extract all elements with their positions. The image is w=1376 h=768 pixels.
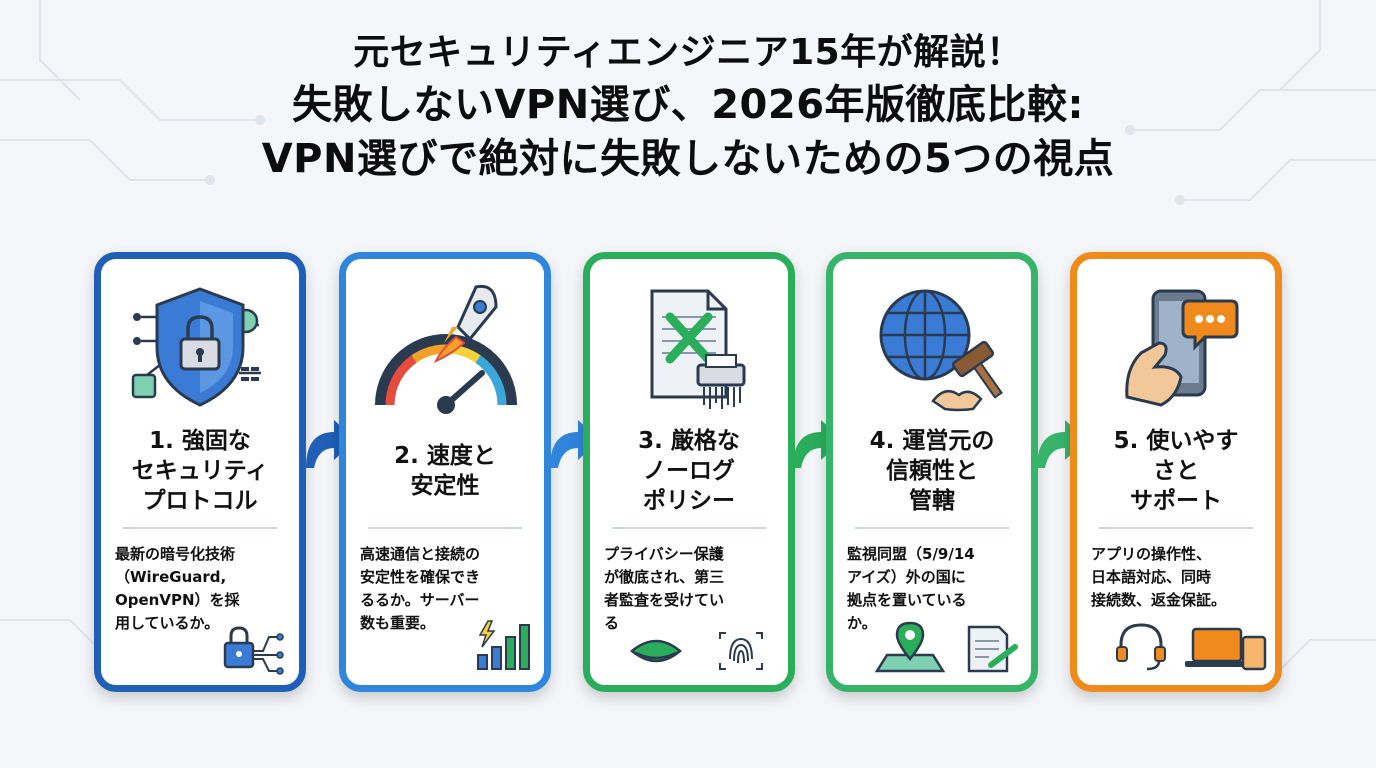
eye-fingerprint-icon bbox=[630, 632, 763, 670]
card-description: 最新の暗号化技術（WireGuard,OpenVPN）を採用しているか。 bbox=[115, 545, 240, 632]
card-speed-stability: 2. 速度と安定性 高速通信と接続の安定性を確保できるるか。サーバー数も重要。 bbox=[339, 252, 551, 692]
card-title: 2. 速度と安定性 bbox=[394, 443, 496, 499]
card-description: アプリの操作性、日本語対応、同時接続数、返金保証。 bbox=[1091, 545, 1227, 609]
divider bbox=[123, 527, 277, 529]
card-usability-support: 5. 使いやすさとサポート アプリの操作性、日本語対応、同時接続数、返金保証。 bbox=[1070, 252, 1282, 692]
lock-network-icon bbox=[223, 626, 284, 675]
card-title: 4. 運営元の信頼性と管轄 bbox=[869, 428, 995, 514]
card-title: 5. 使いやすさとサポート bbox=[1113, 428, 1239, 514]
card-description: 高速通信と接続の安定性を確保できるるか。サーバー数も重要。 bbox=[360, 545, 481, 632]
map-document-icon bbox=[874, 621, 1018, 673]
divider bbox=[1099, 527, 1253, 529]
card-description: プライバシー保護が徹底され、第三者監査を受けている bbox=[604, 545, 725, 632]
card-title: 1. 強固なセキュリティプロトコル bbox=[131, 428, 269, 514]
page-title: 元セキュリティエンジニア15年が解説！ 失敗しないVPN選び、2026年版徹底比… bbox=[0, 28, 1376, 186]
headset-devices-icon bbox=[1116, 623, 1267, 671]
card-security-protocol: 1. 強固なセキュリティプロトコル 最新の暗号化技術（WireGuard,Ope… bbox=[94, 252, 306, 692]
card-title: 3. 厳格なノーログポリシー bbox=[638, 428, 740, 514]
title-line-1: 元セキュリティエンジニア15年が解説！ bbox=[353, 32, 1023, 73]
rocket-speedometer-icon bbox=[375, 284, 517, 414]
phone-chat-icon bbox=[1125, 289, 1239, 407]
divider bbox=[855, 527, 1009, 529]
divider bbox=[368, 527, 522, 529]
signal-bars-icon bbox=[477, 620, 530, 670]
document-shredder-icon bbox=[650, 289, 746, 409]
title-line-2: 失敗しないVPN選び、2026年版徹底比較: bbox=[291, 82, 1085, 128]
globe-gavel-icon bbox=[879, 289, 1003, 412]
card-no-log-policy: 3. 厳格なノーログポリシー プライバシー保護が徹底され、第三者監査を受けている bbox=[583, 252, 795, 692]
title-line-3: VPN選びで絶対に失敗しないための5つの視点 bbox=[261, 136, 1115, 182]
divider bbox=[612, 527, 766, 529]
shield-lock-icon bbox=[131, 287, 261, 407]
